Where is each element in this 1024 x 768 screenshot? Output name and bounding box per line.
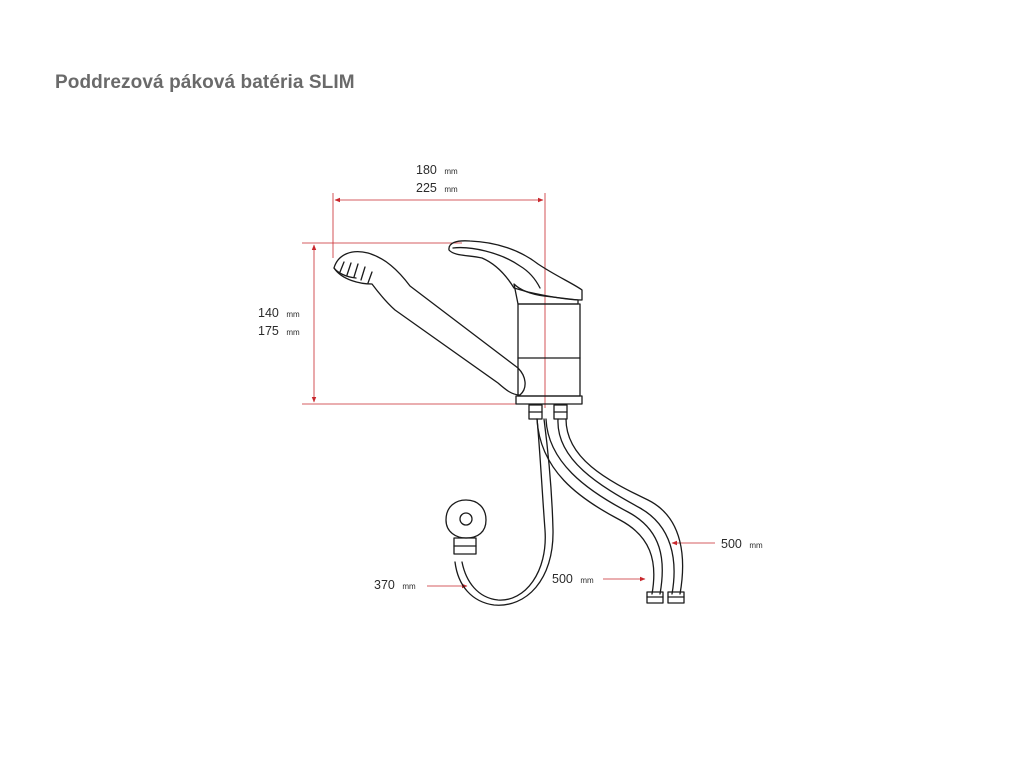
hose-right-value: 500 xyxy=(721,537,742,551)
supply-hose-left-inner xyxy=(545,418,663,595)
diagram-title: Poddrezová páková batéria SLIM xyxy=(55,72,355,93)
spout-aerator-ring-3 xyxy=(353,263,359,278)
faucet-cap xyxy=(513,283,579,305)
width-small-label: 180 mm xyxy=(416,161,458,178)
spout-aerator xyxy=(333,267,357,279)
shower-hose-inner xyxy=(454,418,554,606)
shower-head xyxy=(445,499,487,539)
width-large-label: 225 mm xyxy=(416,179,458,196)
hose-left-unit: mm xyxy=(580,576,594,585)
spout-aerator-ring-1 xyxy=(339,261,345,273)
shower-head-center xyxy=(459,512,473,526)
height-large-unit: mm xyxy=(286,328,300,337)
faucet-lever xyxy=(448,240,583,301)
faucet-base xyxy=(515,395,583,405)
width-large-unit: mm xyxy=(444,185,458,194)
shower-hose-unit: mm xyxy=(402,582,416,591)
width-small-unit: mm xyxy=(444,167,458,176)
height-small-label: 140 mm xyxy=(258,304,300,321)
spout-aerator-ring-2 xyxy=(346,262,352,276)
shower-hose xyxy=(461,418,546,601)
faucet-body xyxy=(517,303,581,397)
hose-left-value: 500 xyxy=(552,572,573,586)
height-small-value: 140 xyxy=(258,306,279,320)
spout-aerator-ring-5 xyxy=(367,271,373,284)
supply-hose-right-inner xyxy=(565,418,684,595)
supply-hose-left xyxy=(536,418,655,595)
supply-hose-right xyxy=(557,418,675,595)
dimension-lines xyxy=(302,193,715,589)
hose-right-label: 500 mm xyxy=(721,535,763,552)
spout-aerator-ring-4 xyxy=(360,266,366,281)
width-small-value: 180 xyxy=(416,163,437,177)
faucet-lever-inner xyxy=(452,246,541,289)
faucet-spout xyxy=(333,251,526,396)
faucet xyxy=(333,240,685,606)
hose-left-label: 500 mm xyxy=(552,570,594,587)
height-large-value: 175 xyxy=(258,324,279,338)
height-large-label: 175 mm xyxy=(258,322,300,339)
hose-right-unit: mm xyxy=(749,541,763,550)
shower-hose-value: 370 xyxy=(374,578,395,592)
shower-hose-label: 370 mm xyxy=(374,576,416,593)
width-large-value: 225 xyxy=(416,181,437,195)
dimension-labels: 180 mm 225 mm 140 mm 175 mm 370 mm 500 m… xyxy=(258,161,763,593)
height-small-unit: mm xyxy=(286,310,300,319)
